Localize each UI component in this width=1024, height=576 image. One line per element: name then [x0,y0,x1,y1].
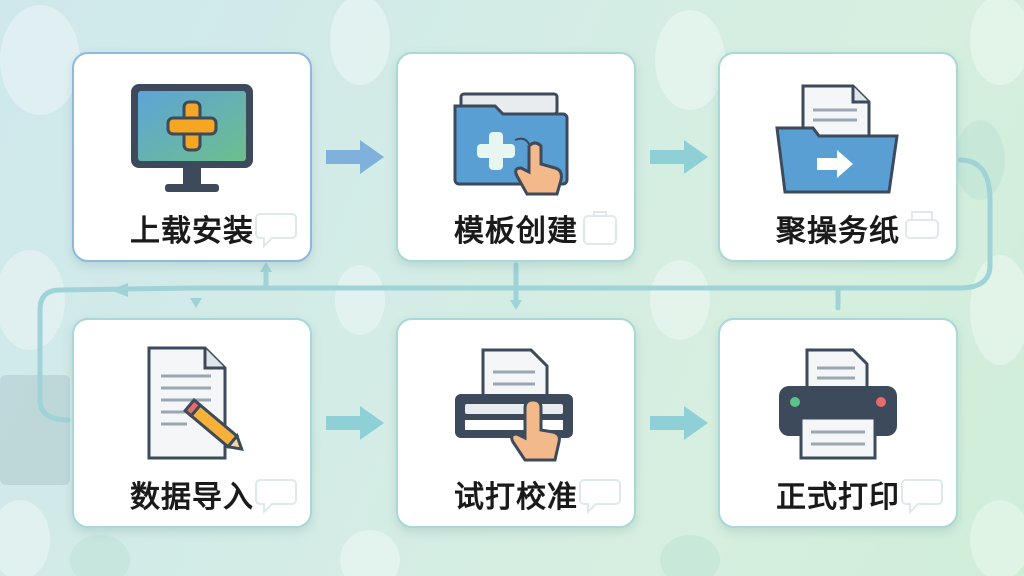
chat-bubble-icon [579,479,621,514]
chat-bubble-icon [255,213,297,248]
step-card-gather-paper[interactable]: 聚操务纸 [718,52,958,262]
monitor-plus-icon [131,84,253,192]
document-pencil-icon [147,346,244,460]
step-card-template-create[interactable]: 模板创建 [396,52,636,262]
step-label: 数据导入 [130,480,254,515]
step-card-final-print[interactable]: 正式打印 [718,318,958,528]
step-label: 上载安装 [130,214,254,249]
chat-bubble-icon [255,479,297,514]
bag-icon [583,211,617,245]
folder-document-arrow-icon [775,84,899,194]
step-card-test-calibrate[interactable]: 试打校准 [396,318,636,528]
step-label: 聚操务纸 [776,214,900,249]
printer-touch-icon [455,348,573,462]
step-label: 正式打印 [776,480,900,515]
chat-bubble-icon [901,479,943,514]
printer-icon [779,348,897,460]
printer-outline-icon [905,211,939,239]
step-label: 模板创建 [454,214,578,249]
step-card-upload-install[interactable]: 上载安装 [72,52,312,262]
folder-touch-icon [453,92,569,196]
step-card-data-import[interactable]: 数据导入 [72,318,312,528]
step-label: 试打校准 [454,480,578,515]
arrow-right-icon [650,406,708,440]
arrow-right-icon [650,140,708,174]
arrow-right-icon [326,140,384,174]
arrow-right-icon [326,406,384,440]
